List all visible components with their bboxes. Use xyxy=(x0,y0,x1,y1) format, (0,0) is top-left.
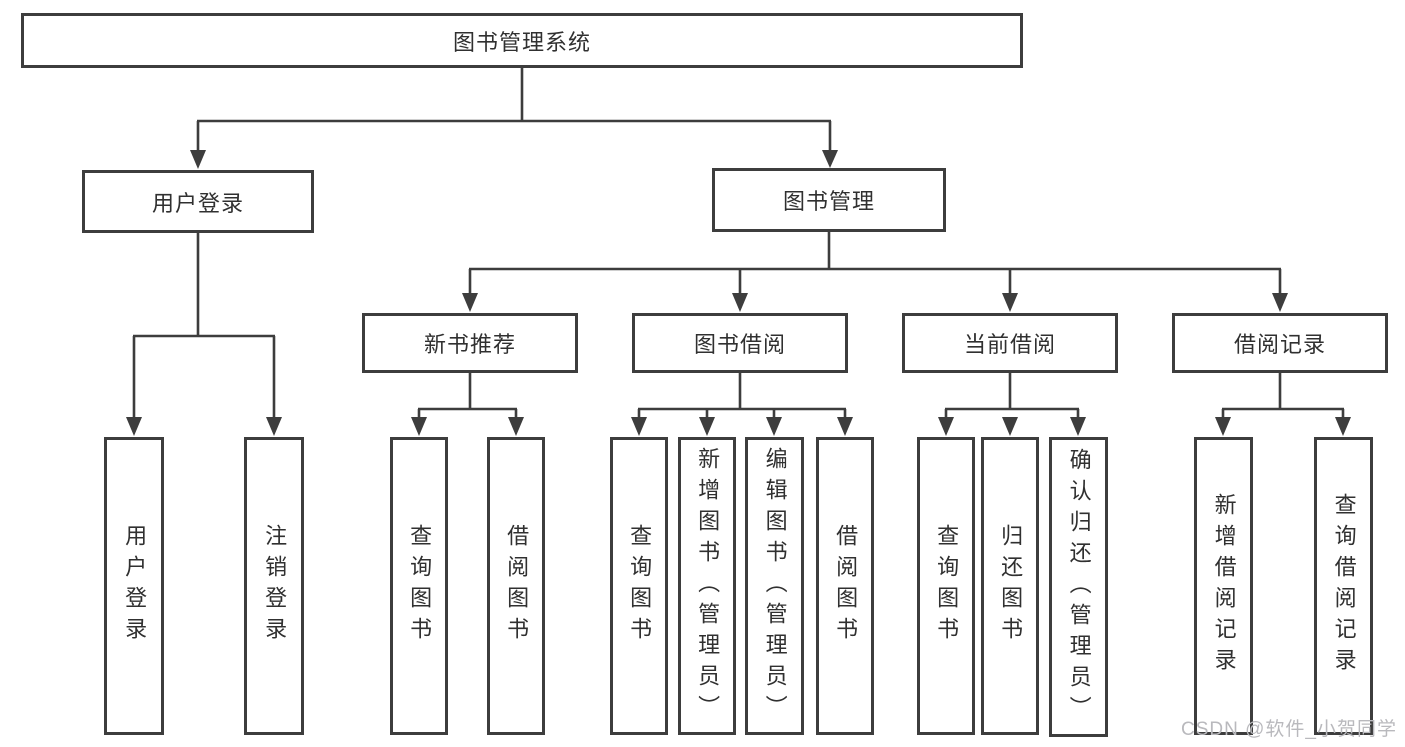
node-label: 借阅图书 xyxy=(504,524,530,648)
leaf-confirm-return-admin: 确认归还（管理员） xyxy=(1049,437,1108,737)
leaf-query-books-borrowing: 查询图书 xyxy=(610,437,668,735)
node-new-book-recommendation: 新书推荐 xyxy=(362,313,578,373)
leaf-return-books: 归还图书 xyxy=(981,437,1039,735)
leaf-borrow-books: 借阅图书 xyxy=(816,437,874,735)
node-label: 确认归还（管理员） xyxy=(1066,447,1092,727)
node-label: 编辑图书（管理员） xyxy=(762,446,788,726)
node-label: 查询借阅记录 xyxy=(1331,493,1357,679)
node-label: 注销登录 xyxy=(262,524,288,648)
leaf-logout: 注销登录 xyxy=(244,437,304,735)
node-library-management-system: 图书管理系统 xyxy=(21,13,1023,68)
leaf-user-login: 用户登录 xyxy=(104,437,164,735)
node-label: 归还图书 xyxy=(998,524,1024,648)
node-label: 借阅记录 xyxy=(1233,332,1326,357)
node-label: 用户登录 xyxy=(151,190,244,216)
node-label: 新增借阅记录 xyxy=(1211,493,1237,679)
node-label: 用户登录 xyxy=(122,524,148,648)
leaf-query-borrow-record: 查询借阅记录 xyxy=(1314,437,1373,735)
leaf-add-books-admin: 新增图书（管理员） xyxy=(678,437,736,735)
leaf-edit-books-admin: 编辑图书（管理员） xyxy=(745,437,804,735)
node-book-borrowing: 图书借阅 xyxy=(632,313,848,373)
node-label: 查询图书 xyxy=(407,524,433,648)
node-current-borrowing: 当前借阅 xyxy=(902,313,1118,373)
csdn-watermark: CSDN @软件_小贺同学 xyxy=(1181,719,1397,740)
node-label: 查询图书 xyxy=(627,524,653,648)
node-label: 图书借阅 xyxy=(693,332,786,357)
node-label: 图书管理系统 xyxy=(452,29,591,55)
node-borrowing-records: 借阅记录 xyxy=(1172,313,1388,373)
node-book-management: 图书管理 xyxy=(712,168,946,232)
node-user-login: 用户登录 xyxy=(82,170,314,233)
leaf-query-books-current: 查询图书 xyxy=(917,437,975,735)
leaf-add-borrow-record: 新增借阅记录 xyxy=(1194,437,1253,735)
leaf-borrow-books-recommendation: 借阅图书 xyxy=(487,437,545,735)
node-label: 新增图书（管理员） xyxy=(695,446,721,726)
node-label: 当前借阅 xyxy=(963,332,1056,357)
node-label: 新书推荐 xyxy=(423,332,516,357)
leaf-query-books-recommendation: 查询图书 xyxy=(390,437,448,735)
node-label: 查询图书 xyxy=(934,524,960,648)
node-label: 图书管理 xyxy=(782,189,875,214)
node-label: 借阅图书 xyxy=(833,524,859,648)
